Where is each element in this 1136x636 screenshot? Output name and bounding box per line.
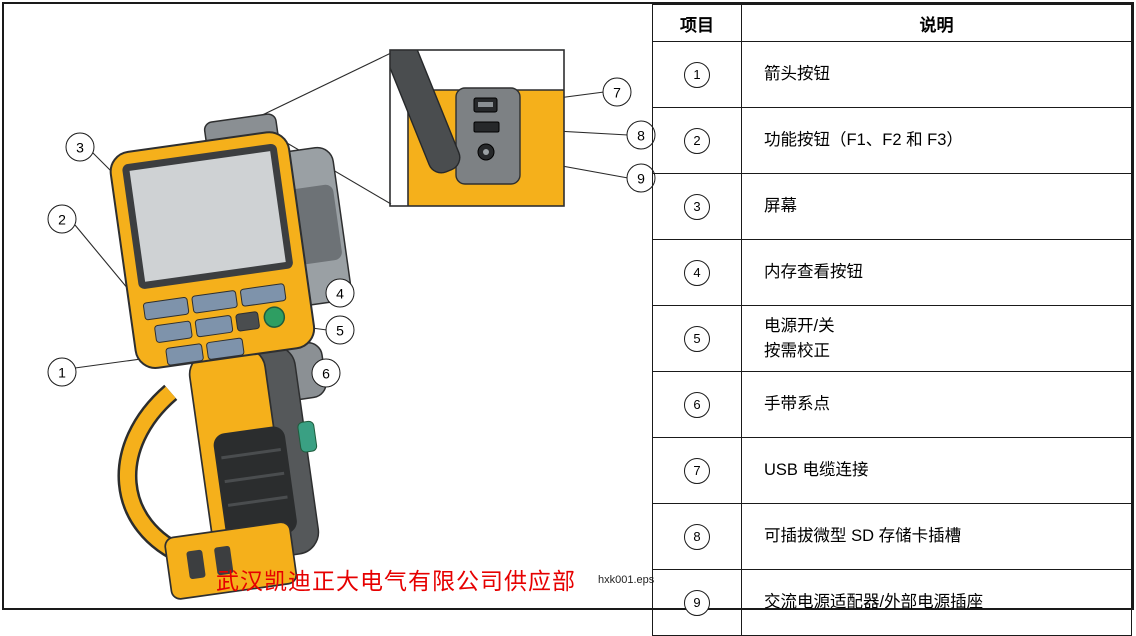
item-description: 箭头按钮 <box>741 41 1132 108</box>
arrow-button <box>154 320 193 343</box>
legend-row: 9 交流电源适配器/外部电源插座 <box>652 569 1132 636</box>
item-description: 可插拔微型 SD 存储卡插槽 <box>741 503 1132 570</box>
callout-6: 6 <box>311 358 341 388</box>
callout-7: 7 <box>602 77 632 107</box>
legend-row: 3 屏幕 <box>652 173 1132 240</box>
power-button <box>263 306 286 328</box>
item-number-badge: 6 <box>684 391 710 418</box>
item-number-badge: 5 <box>684 325 710 352</box>
legend-header-item: 项目 <box>652 4 742 42</box>
figure-filename: hxk001.eps <box>598 574 655 586</box>
function-button-f2 <box>191 290 238 314</box>
item-number-badge: 8 <box>684 523 710 550</box>
item-description: 功能按钮（F1、F2 和 F3） <box>741 107 1132 174</box>
legend-row: 4 内存查看按钮 <box>652 239 1132 306</box>
legend-header-row: 项目 说明 <box>652 4 1132 42</box>
legend-table: 项目 说明 1 箭头按钮 2 功能按钮（F1、F2 和 F3） 3 屏幕 4 内… <box>652 4 1132 636</box>
camera-illustration <box>74 49 629 600</box>
item-description: 屏幕 <box>741 173 1132 240</box>
strap-attachment-point <box>297 420 318 453</box>
callout-3: 3 <box>65 132 95 162</box>
arrow-button <box>194 315 234 338</box>
sd-card-slot <box>473 121 500 133</box>
item-number-badge: 9 <box>684 589 710 616</box>
rubber-cover-flap <box>390 50 461 174</box>
inset-frame <box>389 49 565 207</box>
item-number-badge: 7 <box>684 457 710 484</box>
callout-1: 1 <box>47 357 77 387</box>
screen <box>129 151 286 282</box>
item-number-badge: 3 <box>684 193 710 220</box>
callout-2: 2 <box>47 204 77 234</box>
arrow-button <box>206 337 245 360</box>
thermal-camera-body <box>109 113 352 600</box>
connector-inset <box>389 49 565 207</box>
item-number-badge: 4 <box>684 259 710 286</box>
legend-row: 5 电源开/关 按需校正 <box>652 305 1132 372</box>
callout-5: 5 <box>325 315 355 345</box>
arrow-button <box>165 343 204 366</box>
legend-row: 7 USB 电缆连接 <box>652 437 1132 504</box>
device-diagram: 1 2 3 4 5 6 7 8 9 武汉凯迪正大电气有限公司供应部 hxk001… <box>4 4 656 608</box>
item-description: 交流电源适配器/外部电源插座 <box>741 569 1132 636</box>
legend-row: 2 功能按钮（F1、F2 和 F3） <box>652 107 1132 174</box>
legend-row: 6 手带系点 <box>652 371 1132 438</box>
legend-row: 8 可插拔微型 SD 存储卡插槽 <box>652 503 1132 570</box>
item-description: 电源开/关 按需校正 <box>741 305 1132 372</box>
item-description: 手带系点 <box>741 371 1132 438</box>
item-description: USB 电缆连接 <box>741 437 1132 504</box>
function-button-f1 <box>142 297 190 321</box>
supplier-watermark: 武汉凯迪正大电气有限公司供应部 <box>216 568 576 594</box>
item-number-badge: 2 <box>684 127 710 154</box>
callout-4: 4 <box>325 278 355 308</box>
item-number-badge: 1 <box>684 61 710 88</box>
memory-review-button <box>235 311 260 332</box>
legend-header-desc: 说明 <box>741 4 1132 42</box>
function-button-f3 <box>240 283 287 307</box>
legend-row: 1 箭头按钮 <box>652 41 1132 108</box>
item-description: 内存查看按钮 <box>741 239 1132 306</box>
connector-recess <box>455 87 521 185</box>
